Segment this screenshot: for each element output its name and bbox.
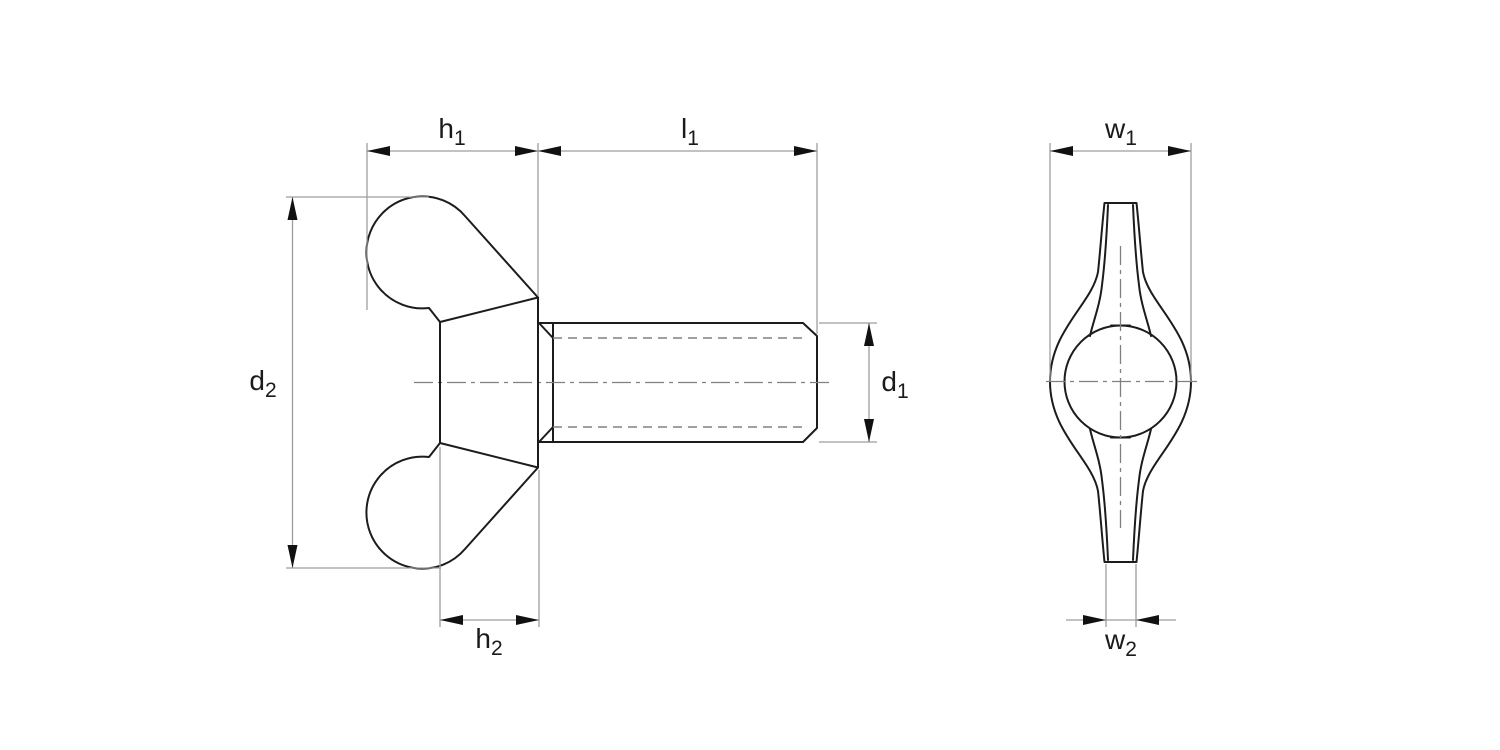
thread-chamfer-bottom	[538, 426, 554, 443]
wing-inner-edge-top-left	[1089, 204, 1109, 337]
front-view	[1046, 202, 1197, 563]
dimension-h2: h2	[439, 447, 540, 660]
wing-inner-edge-bottom-right	[1132, 428, 1152, 561]
dimension-h1: h1	[366, 113, 539, 310]
w2-label-letter: w	[1104, 624, 1126, 655]
l1-label-letter: l	[681, 113, 687, 144]
w2-label: w2	[1104, 624, 1137, 661]
h2-arrow-left	[440, 615, 463, 625]
w2-arrow-left	[1083, 615, 1106, 625]
dimension-l1: l1	[538, 113, 818, 334]
wing-outer-contour	[1049, 202, 1192, 563]
h2-arrow-right	[516, 615, 539, 625]
dimension-d2: d2	[249, 196, 441, 569]
h2-label-subscript: 2	[491, 637, 503, 660]
w1-label: w1	[1104, 113, 1137, 150]
w2-arrow-right	[1136, 615, 1159, 625]
h2-label: h2	[475, 623, 502, 660]
h1-label-letter: h	[438, 113, 454, 144]
wing-inner-edge-bottom-left	[1089, 428, 1109, 561]
hub-bottom-edge	[439, 442, 539, 469]
l1-label: l1	[681, 113, 699, 150]
d1-arrow-bottom	[864, 419, 874, 442]
d2-label: d2	[249, 365, 276, 402]
h2-label-letter: h	[475, 623, 491, 654]
w1-arrow-left	[1050, 146, 1073, 156]
w1-arrow-right	[1168, 146, 1191, 156]
wing-inner-edge-top-right	[1132, 204, 1152, 337]
h1-arrow-left	[367, 146, 390, 156]
top-wing-outline	[365, 195, 539, 323]
d2-label-subscript: 2	[265, 379, 277, 402]
h1-arrow-right	[515, 146, 538, 156]
d1-label-letter: d	[881, 366, 897, 397]
w2-label-subscript: 2	[1125, 638, 1137, 661]
d2-arrow-top	[287, 197, 298, 220]
w1-label-letter: w	[1104, 113, 1126, 144]
dimension-d1: d1	[819, 322, 909, 443]
l1-label-subscript: 1	[687, 127, 699, 150]
h1-label-subscript: 1	[454, 127, 466, 150]
h1-label: h1	[438, 113, 465, 150]
d2-arrow-bottom	[287, 545, 298, 568]
dimension-w1: w1	[1049, 113, 1192, 381]
d2-label-letter: d	[249, 365, 265, 396]
d1-label: d1	[881, 366, 908, 403]
side-view	[365, 195, 834, 570]
d1-label-subscript: 1	[897, 380, 909, 403]
l1-arrow-left	[538, 146, 561, 156]
thread-chamfer-top	[538, 322, 554, 339]
d1-arrow-top	[864, 323, 874, 346]
dimension-w2: w2	[1066, 564, 1176, 661]
hub-top-edge	[439, 296, 539, 323]
l1-arrow-right	[794, 146, 817, 156]
w1-label-subscript: 1	[1125, 127, 1137, 150]
